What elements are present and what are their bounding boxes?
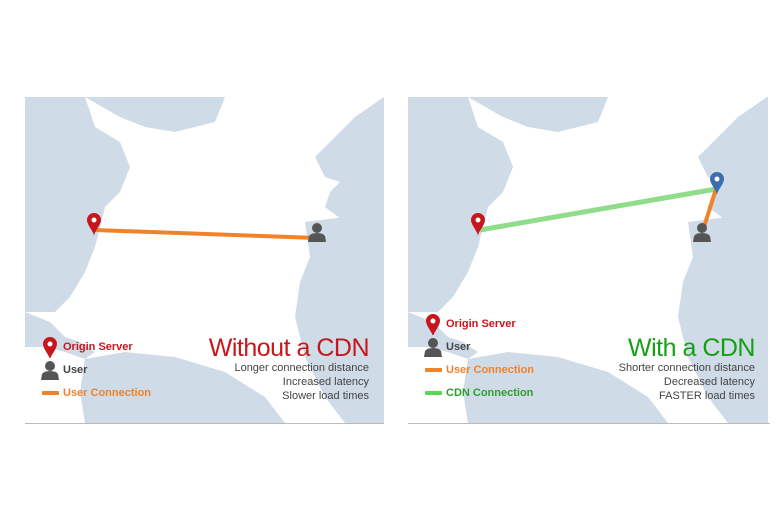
bullet: Longer connection distance bbox=[234, 362, 369, 374]
cdn-server-pin-icon bbox=[710, 172, 724, 195]
cdn-connection-swatch bbox=[422, 390, 444, 395]
origin-pin-icon bbox=[422, 313, 444, 335]
legend: Origin Server User User Connection CDN C… bbox=[422, 312, 534, 404]
user-icon bbox=[422, 337, 444, 357]
user-connection-line bbox=[702, 188, 718, 228]
panel-title: With a CDN bbox=[628, 334, 755, 362]
title-block: With a CDN Shorter connection distance D… bbox=[618, 334, 756, 403]
user-connection-line bbox=[94, 228, 318, 240]
legend-origin-server: Origin Server bbox=[63, 340, 133, 353]
legend-user: User bbox=[63, 363, 88, 376]
user-connection-swatch bbox=[39, 390, 61, 395]
legend-user: User bbox=[446, 340, 471, 353]
title-block: Without a CDN Longer connection distance… bbox=[208, 334, 370, 403]
legend-user-connection: User Connection bbox=[63, 386, 152, 399]
with-cdn-panel: Origin Server User User Connection CDN C… bbox=[408, 97, 770, 424]
world-map bbox=[25, 97, 384, 423]
world-map bbox=[408, 97, 768, 423]
user-connection-swatch bbox=[422, 367, 444, 372]
cdn-connection-line bbox=[479, 186, 717, 233]
bullet: Slower load times bbox=[282, 390, 369, 402]
bullet: Shorter connection distance bbox=[618, 362, 755, 374]
bullet: Increased latency bbox=[282, 376, 369, 388]
legend-cdn-connection: CDN Connection bbox=[446, 386, 534, 399]
without-cdn-panel: Origin Server User User Connection Witho… bbox=[25, 97, 384, 424]
origin-pin-icon bbox=[39, 336, 61, 358]
bullet: Decreased latency bbox=[663, 376, 755, 388]
legend-origin-server: Origin Server bbox=[446, 317, 516, 330]
user-icon bbox=[39, 360, 61, 380]
panel-title: Without a CDN bbox=[208, 334, 370, 362]
legend-user-connection: User Connection bbox=[446, 363, 535, 376]
bullet: FASTER load times bbox=[659, 390, 755, 402]
legend: Origin Server User User Connection bbox=[39, 335, 151, 404]
